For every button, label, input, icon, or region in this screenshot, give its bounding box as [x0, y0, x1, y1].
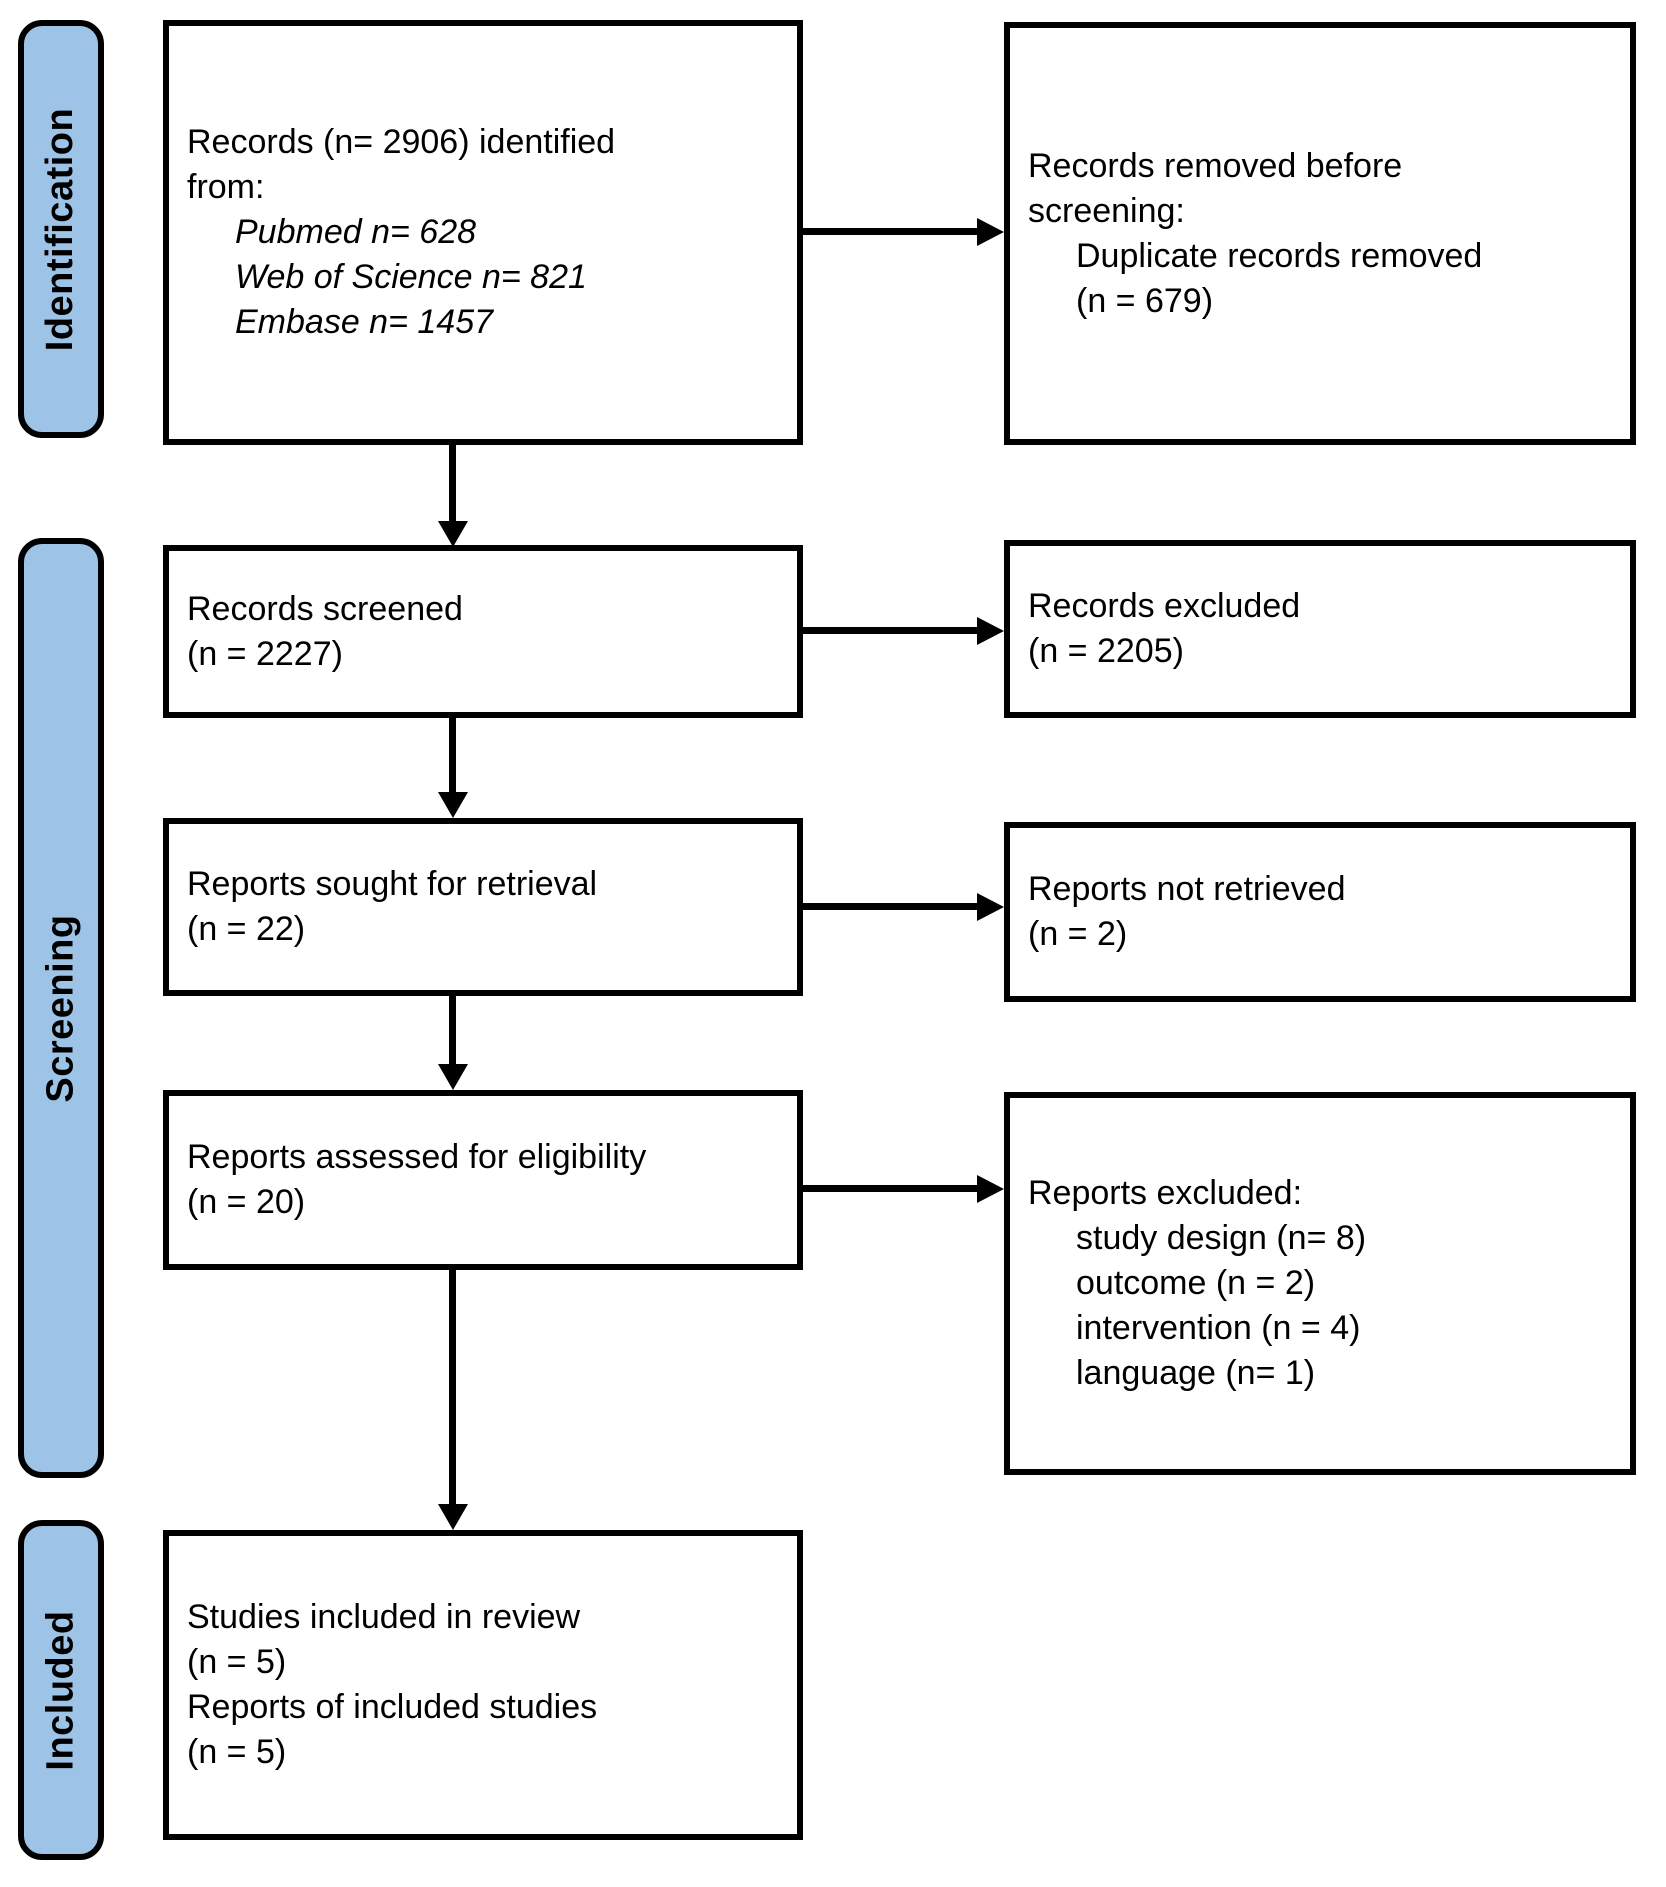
arrow-shaft [803, 903, 979, 910]
records-removed-duplicates: Duplicate records removed [1076, 236, 1483, 275]
stage-label-screening-text: Screening [39, 913, 82, 1103]
box-records-excluded: Records excluded (n = 2205) [1004, 540, 1636, 718]
arrow-shaft [803, 627, 979, 634]
studies-included-count: (n = 5) [187, 1643, 287, 1681]
records-screened-line: Records screened [187, 589, 463, 628]
records-identified-line: from: [187, 168, 265, 206]
box-records-removed: Records removed before screening: Duplic… [1004, 22, 1636, 445]
records-excluded-count: (n = 2205) [1028, 632, 1184, 670]
box-reports-not-retrieved: Reports not retrieved (n = 2) [1004, 822, 1636, 1002]
arrow-head-down-icon [438, 792, 468, 818]
reports-assessed-count: (n = 20) [187, 1183, 306, 1221]
records-removed-line: screening: [1028, 191, 1185, 230]
box-reports-sought: Reports sought for retrieval (n = 22) [163, 818, 803, 996]
records-screened-count: (n = 2227) [187, 634, 343, 673]
arrow-head-right-icon [977, 1175, 1004, 1203]
reports-excluded-study-design: study design (n= 8) [1076, 1219, 1367, 1257]
records-excluded-line: Records excluded [1028, 587, 1301, 625]
studies-included-line: Studies included in review [187, 1598, 581, 1636]
reports-sought-line: Reports sought for retrieval [187, 865, 598, 903]
reports-assessed-line: Reports assessed for eligibility [187, 1138, 647, 1176]
records-identified-source-embase: Embase n= 1457 [235, 303, 494, 341]
arrow-shaft [803, 228, 979, 235]
arrow-shaft [449, 718, 456, 794]
stage-label-included-text: Included [39, 1609, 82, 1771]
records-identified-source-pubmed: Pubmed n= 628 [235, 213, 477, 251]
reports-included-count: (n = 5) [187, 1733, 287, 1771]
reports-excluded-line: Reports excluded: [1028, 1174, 1303, 1212]
box-records-screened: Records screened (n = 2227) [163, 545, 803, 718]
arrow-head-right-icon [977, 218, 1004, 246]
reports-not-retrieved-count: (n = 2) [1028, 915, 1128, 953]
reports-included-line: Reports of included studies [187, 1688, 598, 1726]
stage-label-screening: Screening [18, 538, 104, 1478]
records-removed-line: Records removed before [1028, 146, 1403, 185]
arrow-head-right-icon [977, 893, 1004, 921]
box-reports-excluded: Reports excluded: study design (n= 8) ou… [1004, 1092, 1636, 1475]
box-studies-included: Studies included in review (n = 5) Repor… [163, 1530, 803, 1840]
stage-label-identification: Identification [18, 20, 104, 438]
arrow-head-down-icon [438, 521, 468, 547]
records-removed-count: (n = 679) [1076, 281, 1214, 320]
reports-excluded-outcome: outcome (n = 2) [1076, 1264, 1316, 1302]
arrow-shaft [449, 996, 456, 1066]
box-reports-assessed: Reports assessed for eligibility (n = 20… [163, 1090, 803, 1270]
arrow-head-right-icon [977, 617, 1004, 645]
arrow-shaft [803, 1185, 979, 1192]
reports-sought-count: (n = 22) [187, 910, 306, 948]
stage-label-included: Included [18, 1520, 104, 1860]
arrow-head-down-icon [438, 1504, 468, 1530]
records-identified-line: Records (n= 2906) identified [187, 123, 616, 161]
reports-excluded-language: language (n= 1) [1076, 1354, 1316, 1392]
arrow-shaft [449, 1270, 456, 1506]
arrow-head-down-icon [438, 1064, 468, 1090]
reports-excluded-intervention: intervention (n = 4) [1076, 1309, 1361, 1347]
stage-label-identification-text: Identification [39, 107, 82, 351]
records-identified-source-wos: Web of Science n= 821 [235, 258, 587, 296]
reports-not-retrieved-line: Reports not retrieved [1028, 870, 1346, 908]
arrow-shaft [449, 445, 456, 523]
box-records-identified: Records (n= 2906) identified from: Pubme… [163, 20, 803, 445]
